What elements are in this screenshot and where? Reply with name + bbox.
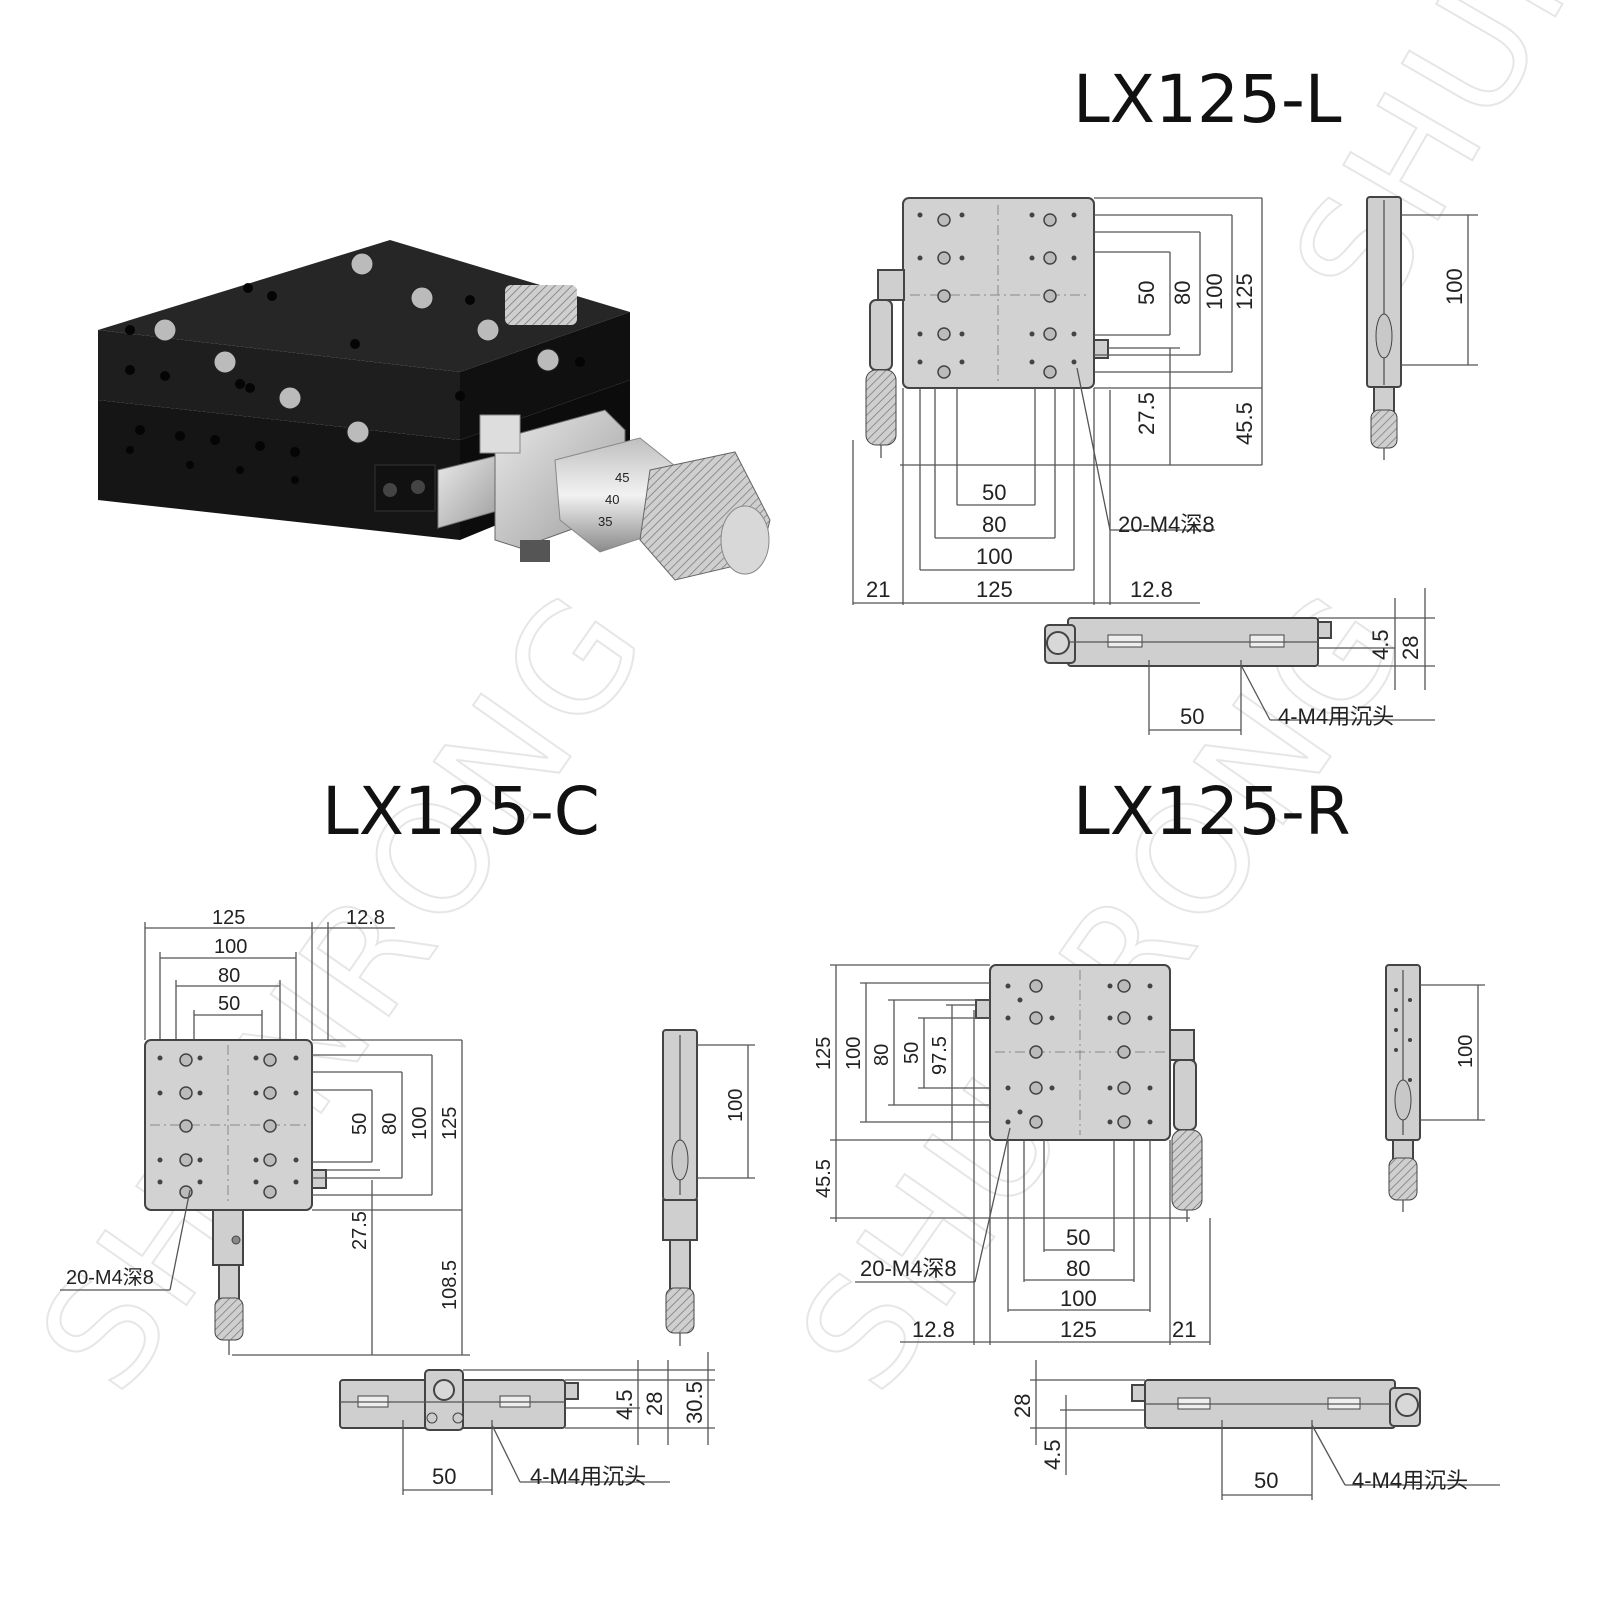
lx125-l-front-dim-4-5: 4.5 [1368, 629, 1393, 660]
lx125-r-front-dim-28: 28 [1010, 1394, 1035, 1418]
lx125-l-micrometer-barrel [869, 299, 893, 371]
lx125-c-side-dim-100: 100 [725, 1089, 747, 1122]
rear-knob [505, 285, 577, 325]
lx125-r-dim-100: 100 [843, 1037, 865, 1070]
lx125-r-hdim-50: 50 [1066, 1225, 1090, 1250]
lx125-c-dim-108-5: 108.5 [439, 1260, 461, 1310]
lx125-c-front-dim-50: 50 [432, 1464, 456, 1489]
lx125-r-dim-45-5: 45.5 [813, 1159, 835, 1198]
micrometer: 45 40 35 [554, 437, 771, 581]
lx125-r-hole-callout: 20-M4深8 [860, 1256, 957, 1281]
lx125-l-hdim-12-8: 12.8 [1130, 577, 1173, 602]
lx125-l-dim-100: 100 [1202, 273, 1227, 310]
lx125-l-front-dim-50: 50 [1180, 704, 1204, 729]
lx125-c-top-dim-80: 80 [218, 965, 240, 987]
lx125-r-title: LX125-R [1073, 773, 1351, 850]
lx125-l-side-dim-100: 100 [1442, 268, 1467, 305]
lx125-l-dim-80: 80 [1170, 281, 1195, 305]
lx125-l-front-dim-28: 28 [1398, 636, 1423, 660]
lx125-c-dim-100: 100 [409, 1107, 431, 1140]
lx125-l-dim-27-5: 27.5 [1134, 392, 1159, 435]
lx125-c-front-dim-30-5: 30.5 [682, 1381, 707, 1424]
lx125-c-top-dim-125: 125 [212, 907, 245, 929]
lx125-l-dim-50: 50 [1134, 281, 1159, 305]
lx125-r-dim-50: 50 [901, 1042, 923, 1064]
lx125-l-hdim-80: 80 [982, 512, 1006, 537]
lx125-l-hole-callout: 20-M4深8 [1118, 512, 1215, 537]
stage-upper-side [460, 312, 630, 440]
lx125-c-dim-50: 50 [349, 1113, 371, 1135]
micrometer-scale-label: 35 [598, 514, 612, 529]
stage-screws [125, 252, 585, 444]
lx125-c-micrometer-thimble [214, 1297, 244, 1341]
lx125-r-hdim-12-8: 12.8 [912, 1317, 955, 1342]
lx125-c-front-dim-4-5: 4.5 [612, 1389, 637, 1420]
lx125-r-hdim-100: 100 [1060, 1286, 1097, 1311]
lx125-r-side-dim-100: 100 [1455, 1035, 1477, 1068]
lx125-r-hdim-125: 125 [1060, 1317, 1097, 1342]
lx125-c-hole-callout: 20-M4深8 [66, 1266, 154, 1289]
micrometer-scale-label: 45 [615, 470, 629, 485]
lx125-l-hdim-21: 21 [866, 577, 890, 602]
lx125-r-front-dim-4-5: 4.5 [1040, 1439, 1065, 1470]
lx125-l-title: LX125-L [1073, 61, 1342, 138]
stage-upper-front [98, 330, 460, 440]
lx125-l-dim-125: 125 [1232, 273, 1257, 310]
lx125-r-front-dim-50: 50 [1254, 1468, 1278, 1493]
watermark-text: SHUNRONG [1260, 0, 1600, 338]
lx125-l-micrometer-bracket [877, 269, 905, 301]
micrometer-scale-label: 40 [605, 492, 619, 507]
lx125-r-dim-125: 125 [813, 1037, 835, 1070]
lx125-c-dim-125: 125 [439, 1107, 461, 1140]
lx125-c-dim-80: 80 [379, 1113, 401, 1135]
lx125-l-drawing: LX125-L [852, 61, 1478, 735]
lx125-r-hdim-80: 80 [1066, 1256, 1090, 1281]
lx125-r-front-callout: 4-M4用沉头 [1352, 1468, 1468, 1493]
lx125-c-front-dim-28: 28 [642, 1392, 667, 1416]
lx125-l-hdim-100: 100 [976, 544, 1013, 569]
stage-lower-front [98, 400, 460, 540]
lx125-r-hdim-21: 21 [1172, 1317, 1196, 1342]
lx125-l-front-callout: 4-M4用沉头 [1278, 704, 1394, 729]
stage-top-face [98, 240, 630, 372]
watermark-text: SHUNRONG [7, 560, 682, 1421]
lx125-l-micrometer-thimble [865, 369, 897, 446]
lx125-c-title: LX125-C [322, 773, 600, 850]
lx125-r-drawing: LX125-R [813, 773, 1500, 1500]
lx125-c-front-callout: 4-M4用沉头 [530, 1464, 646, 1489]
lx125-r-micrometer-barrel [1173, 1059, 1197, 1131]
lx125-l-dim-45-5: 45.5 [1232, 402, 1257, 445]
lx125-c-top-dim-100: 100 [214, 936, 247, 958]
lx125-c-top-dim-12-8: 12.8 [346, 907, 385, 929]
lx125-c-drawing: LX125-C 125 100 80 50 12.8 [60, 773, 755, 1495]
lx125-c-top-dim-50: 50 [218, 993, 240, 1015]
lx125-c-dim-27-5: 27.5 [349, 1211, 371, 1250]
lx125-l-hdim-125: 125 [976, 577, 1013, 602]
product-photo: 45 40 35 [98, 240, 771, 581]
stage-side-holes [125, 365, 300, 484]
lx125-l-hdim-50: 50 [982, 480, 1006, 505]
lx125-r-dim-97-5: 97.5 [929, 1036, 951, 1075]
lx125-r-micrometer-thimble [1171, 1129, 1203, 1211]
lx125-r-dim-80: 80 [871, 1044, 893, 1066]
